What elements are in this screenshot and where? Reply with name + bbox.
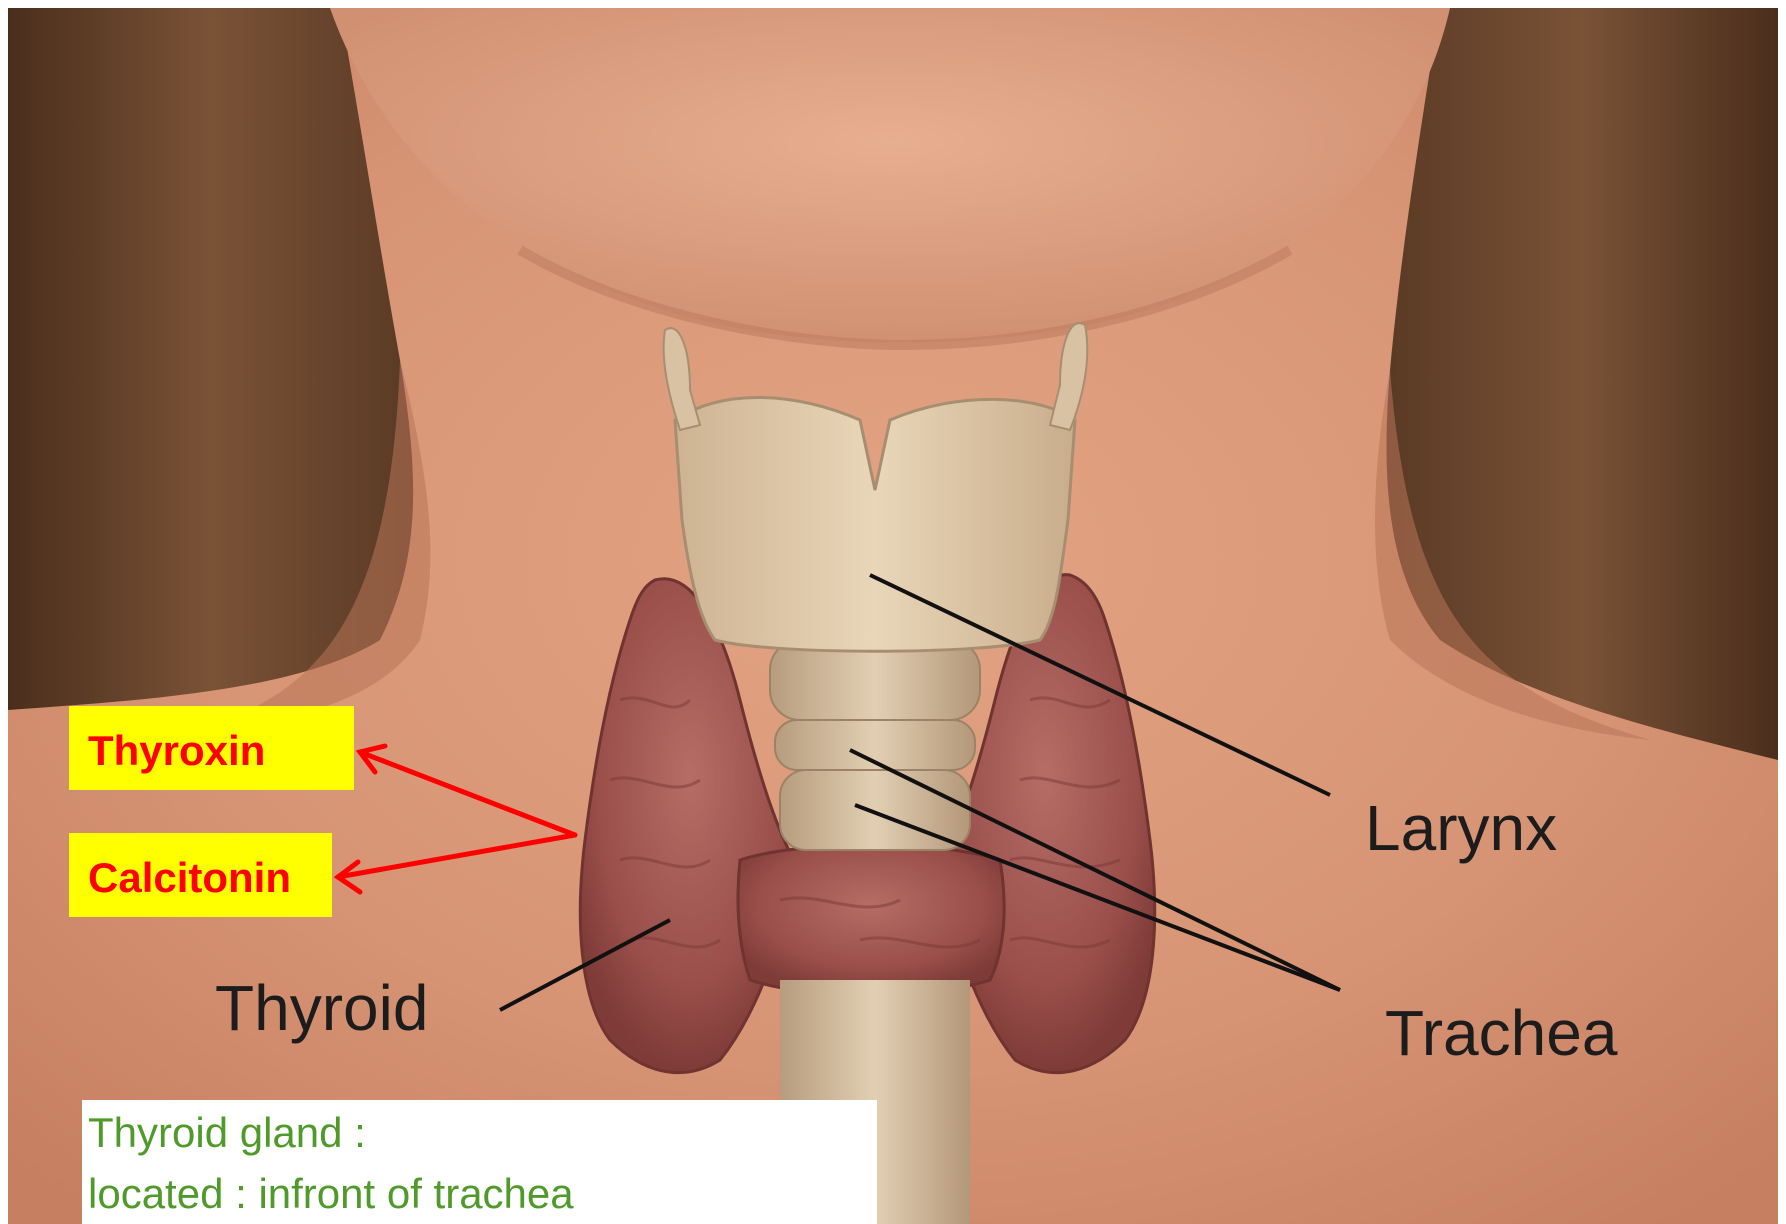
larynx-label: Larynx — [1365, 792, 1557, 864]
hair-left — [8, 8, 413, 710]
caption-line-1: Thyroid gland : — [88, 1109, 366, 1156]
hormone-thyroxin: Thyroxin — [69, 706, 354, 790]
caption-box: Thyroid gland : located : infront of tra… — [82, 1100, 877, 1224]
thyroid-label: Thyroid — [215, 972, 428, 1044]
trachea-label: Trachea — [1385, 997, 1618, 1069]
caption-line-2: located : infront of trachea — [88, 1170, 574, 1217]
thyroxin-text: Thyroxin — [88, 727, 265, 774]
hormone-calcitonin: Calcitonin — [69, 833, 332, 917]
calcitonin-text: Calcitonin — [88, 854, 291, 901]
thyroid-isthmus — [738, 845, 1004, 995]
